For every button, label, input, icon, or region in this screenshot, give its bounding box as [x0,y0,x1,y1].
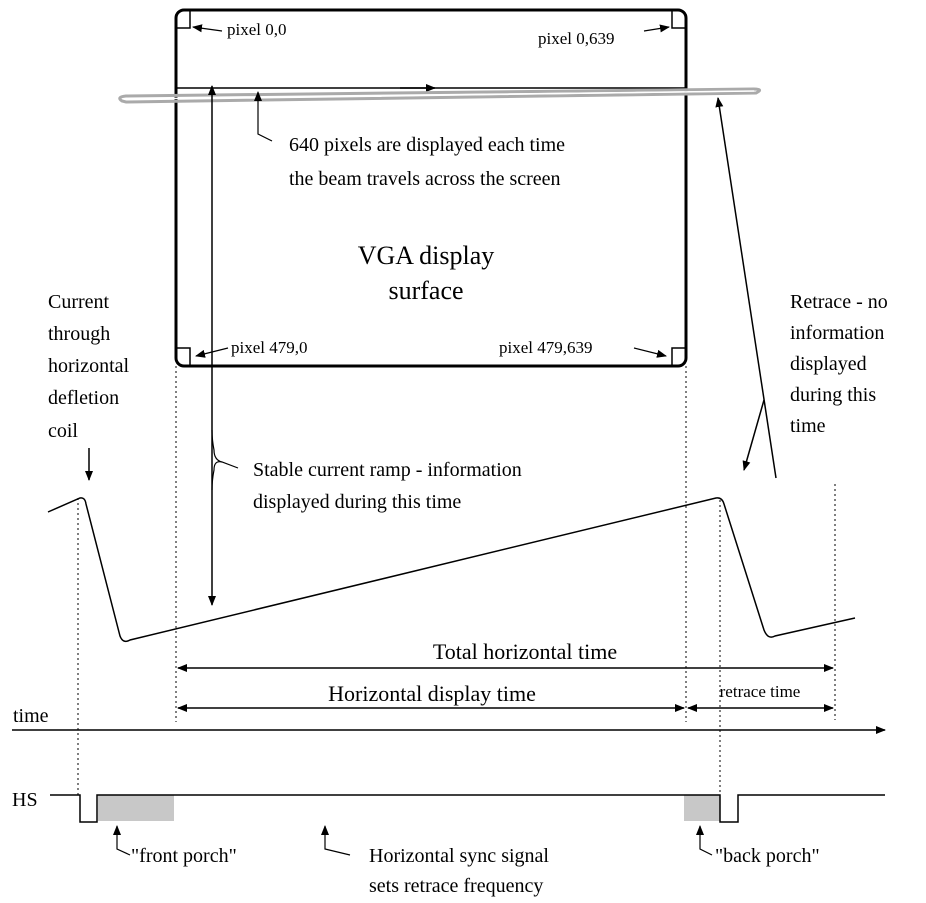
corner-label-bottom-left: pixel 479,0 [231,338,308,357]
coil-label: Current through horizontal defletion coi… [48,291,134,442]
total-time-label: Total horizontal time [433,639,617,664]
corner-mark-top-left [176,10,191,29]
corner-mark-top-right [671,10,686,29]
retrace-label: Retrace - no information displayed durin… [790,291,893,437]
time-axis-label: time [13,705,49,727]
deflection-current-waveform [47,497,856,643]
retrace-beam-inner [127,90,755,100]
retrace-label-line: during this [790,384,876,406]
sync-note-leader [321,825,351,856]
hs-sync-waveform [50,794,885,823]
surface-title-line2: surface [388,276,463,305]
retrace-label-line: information [790,322,884,344]
retrace-label-line: time [790,415,826,437]
retrace-time-label: retrace time [720,682,801,701]
retrace-label-line: Retrace - no [790,291,888,313]
corner-label-bottom-right: pixel 479,639 [499,338,593,357]
corner-label-top-left: pixel 0,0 [227,20,287,39]
sync-note-line1: Horizontal sync signal [369,845,549,867]
ramp-label-line1: Stable current ramp - information [253,459,522,481]
front-porch-region [98,795,174,821]
coil-label-line: horizontal [48,355,130,377]
front-porch-label: "front porch" [131,845,237,867]
coil-label-line: Current [48,291,110,313]
coil-label-line: coil [48,420,78,442]
coil-label-line: defletion [48,387,119,409]
hs-signal-label: HS [12,789,38,811]
surface-title-line1: VGA display [358,241,495,270]
corner-label-top-right: pixel 0,639 [538,29,615,48]
corner-leader-top-left [192,24,223,33]
retrace-double-arrow [717,97,777,479]
ramp-brace [211,429,239,491]
display-time-label: Horizontal display time [328,681,536,706]
retrace-arrowhead-top [715,97,731,179]
ramp-label-line2: displayed during this time [253,491,461,513]
corner-mark-bottom-right [671,347,686,366]
retrace-label-line: displayed [790,353,867,375]
corner-leader-top-right [643,24,670,33]
retrace-beam-outer [118,87,761,104]
retrace-arrowhead-bottom [742,399,765,471]
back-porch-region [684,795,720,821]
beam-note-leader [254,91,273,142]
beam-note-line2: the beam travels across the screen [289,168,561,190]
back-porch-label: "back porch" [715,845,820,867]
sync-note-line2: sets retrace frequency [369,875,543,897]
corner-mark-bottom-left [176,347,191,366]
corner-leader-bottom-right [633,347,667,358]
back-porch-leader [696,825,713,856]
display-surface-frame [174,8,688,368]
beam-note-line1: 640 pixels are displayed each time [289,134,565,156]
front-porch-leader [113,825,131,856]
coil-label-line: through [48,323,110,345]
